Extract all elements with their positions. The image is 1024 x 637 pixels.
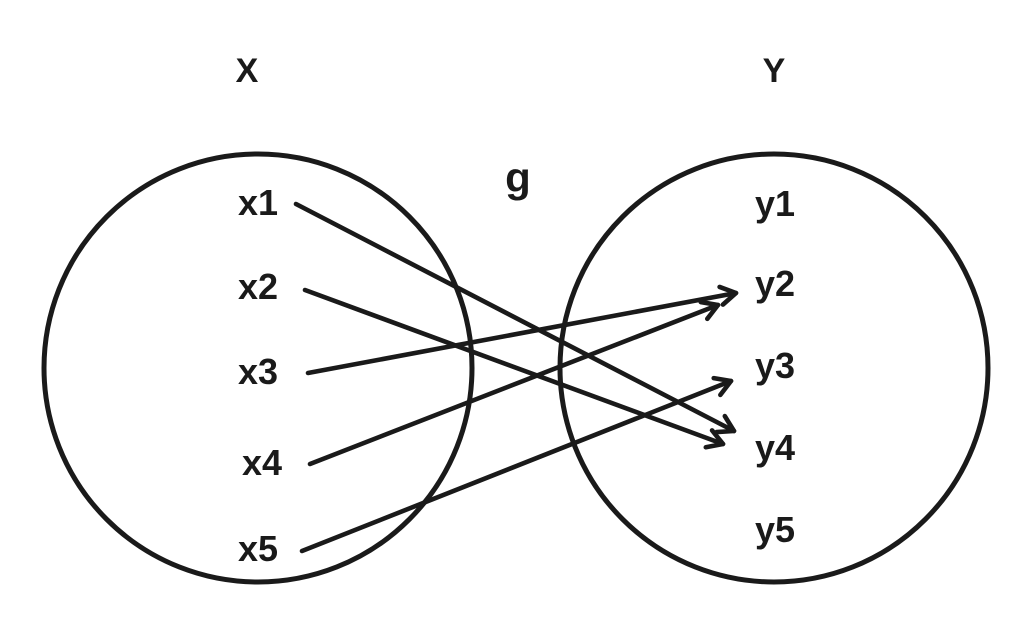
arrow-x5-to-y3 <box>299 375 734 554</box>
element-x1: x1 <box>238 182 278 223</box>
element-y1: y1 <box>755 183 795 224</box>
element-x3: x3 <box>238 351 278 392</box>
element-y3: y3 <box>755 345 795 386</box>
arrow-x3-to-y2 <box>305 284 739 376</box>
set-x-circle <box>41 151 475 585</box>
element-y2: y2 <box>755 263 795 304</box>
element-y5: y5 <box>755 509 795 550</box>
set-y-title: Y <box>763 52 786 90</box>
element-x5: x5 <box>238 528 278 569</box>
set-x-title: X <box>236 52 259 90</box>
element-x2: x2 <box>238 266 278 307</box>
mapping-arrows <box>293 201 739 554</box>
element-x4: x4 <box>242 442 282 483</box>
arrow-x2-to-y4 <box>302 287 726 450</box>
function-name-label: g <box>505 154 531 201</box>
element-y4: y4 <box>755 427 795 468</box>
arrow-x1-to-y4 <box>293 201 737 435</box>
arrow-x4-to-y2 <box>307 299 721 467</box>
